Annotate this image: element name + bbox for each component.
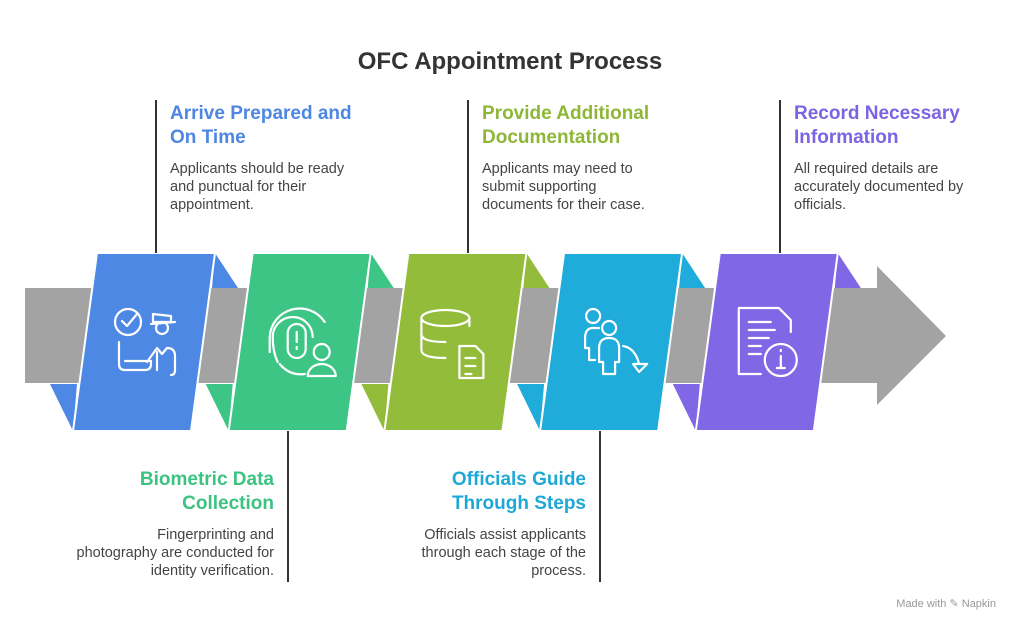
connector-line-4 xyxy=(599,431,601,582)
step-panel-4 xyxy=(517,252,706,432)
fold-triangle-bottom xyxy=(361,384,389,431)
fold-triangle-top xyxy=(212,253,238,288)
connector-line-2 xyxy=(287,431,289,582)
step-2-text: Biometric Data Collection Fingerprinting… xyxy=(74,468,275,580)
step-panel-body xyxy=(71,252,217,432)
connector-line-1 xyxy=(155,100,157,253)
step-panel-3 xyxy=(361,252,550,432)
step-5-text: Record Necessary Information All require… xyxy=(794,102,994,214)
step-description: Fingerprinting and photography are condu… xyxy=(76,527,275,579)
step-panel-body xyxy=(694,252,839,432)
database-document-icon xyxy=(420,308,485,380)
step-title: Record Necessary Information xyxy=(794,103,960,148)
step-description: All required details are accurately docu… xyxy=(794,161,964,213)
step-title: Provide Additional Documentation xyxy=(482,103,650,148)
step-title: Arrive Prepared and On Time xyxy=(170,103,352,148)
step-description: Officials assist applicants through each… xyxy=(421,527,586,579)
step-panel-body xyxy=(383,252,528,432)
step-panel-body xyxy=(227,252,372,432)
fold-triangle-bottom xyxy=(517,384,545,431)
arrow-head xyxy=(877,266,946,405)
fold-triangle-bottom xyxy=(205,384,233,431)
step-description: Applicants may need to submit supporting… xyxy=(482,161,645,213)
people-guide-arrow-icon xyxy=(583,307,649,376)
fold-triangle-bottom xyxy=(50,384,77,431)
fold-triangle-top xyxy=(523,253,550,288)
fold-triangle-top xyxy=(367,253,394,288)
step-title: Biometric Data Collection xyxy=(139,469,274,514)
checkmark-officer-icon xyxy=(113,307,177,377)
fingerprint-person-icon xyxy=(268,307,337,378)
step-panel-body xyxy=(538,252,684,432)
step-description: Applicants should be ready and punctual … xyxy=(170,161,345,213)
step-1-text: Arrive Prepared and On Time Applicants s… xyxy=(170,102,370,214)
step-title: Officials Guide Through Steps xyxy=(451,469,586,514)
connector-line-3 xyxy=(467,100,469,253)
step-panel-2 xyxy=(205,252,394,432)
connector-line-5 xyxy=(779,100,781,253)
fold-triangle-top xyxy=(679,253,706,288)
step-panel-1 xyxy=(50,252,238,432)
step-4-text: Officials Guide Through Steps Officials … xyxy=(386,468,586,580)
document-info-icon xyxy=(737,306,798,378)
step-panel-5 xyxy=(672,252,861,432)
fold-triangle-bottom xyxy=(672,384,700,431)
diagram-title: OFC Appointment Process xyxy=(357,48,663,75)
fold-triangle-top xyxy=(834,253,861,288)
made-with-napkin-watermark: Made with ✎ Napkin xyxy=(896,598,996,610)
step-3-text: Provide Additional Documentation Applica… xyxy=(482,102,682,214)
